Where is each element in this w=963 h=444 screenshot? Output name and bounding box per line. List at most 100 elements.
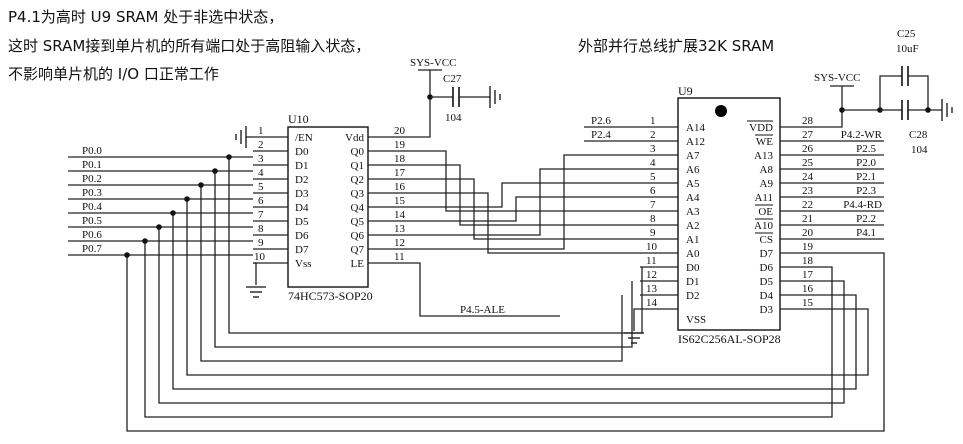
u10-pin-number: 1 (258, 125, 264, 137)
u10-pin-number: 17 (394, 167, 406, 179)
ale-wire (410, 262, 560, 317)
u10-pin-number: 16 (394, 181, 406, 193)
u10-pin-name: Vdd (345, 132, 364, 144)
u9-pin-number: 27 (802, 129, 814, 141)
u10-pin-number: 5 (258, 181, 264, 193)
ground-icon (489, 86, 501, 108)
u10-pin-name: Q0 (351, 146, 365, 158)
net-label-u9-right: P4.1 (856, 227, 876, 239)
u9-pin-number: 14 (646, 297, 658, 309)
ground-icon (246, 286, 266, 298)
u9-pin-name: D4 (760, 290, 774, 302)
net-label-u9-right: P2.3 (856, 185, 876, 197)
u9-pin-name: A1 (686, 234, 699, 246)
net-label-ale: P4.5-ALE (460, 304, 505, 316)
u9-pin-number: 7 (650, 199, 656, 211)
u10-body (287, 126, 369, 288)
u9-pin-name: A3 (686, 206, 700, 218)
u10-pin-name: /EN (295, 132, 313, 144)
u9-pin-number: 15 (802, 297, 814, 309)
u9-pin-name: A8 (760, 164, 774, 176)
u9-pin-name: A7 (686, 150, 700, 162)
u10-pin-number: 13 (394, 223, 406, 235)
u9-pin-name: A13 (754, 150, 773, 162)
note-line-2: 这时 SRAM接到单片机的所有端口处于高阻输入状态， (8, 37, 370, 55)
u10-pin-name: D6 (295, 230, 309, 242)
u10-pin-name: Vss (295, 258, 312, 270)
u9-active-low-overbars (747, 120, 773, 234)
c27-value: 104 (445, 112, 462, 124)
u9-pin-name: D5 (760, 276, 774, 288)
u9-pin-name: D6 (760, 262, 774, 274)
u9-pin-number: 12 (646, 269, 657, 281)
u9-pin-number: 9 (650, 227, 656, 239)
u9-pin-number: 2 (650, 129, 656, 141)
u10-pin-name: D5 (295, 216, 309, 228)
net-label-p0: P0.7 (82, 243, 102, 255)
u10-pin-name: D1 (295, 160, 308, 172)
u10-pin-name: Q3 (351, 188, 365, 200)
c25-wire-a (879, 75, 902, 110)
u10-pin-number: 6 (258, 195, 264, 207)
u9-pin-name: D3 (760, 304, 774, 316)
u9-body (677, 97, 781, 331)
net-label-u9-left: P2.4 (591, 129, 611, 141)
net-label-p0: P0.0 (82, 145, 102, 157)
u10-pin-number: 12 (394, 237, 405, 249)
u10-vdd-wire (410, 70, 431, 138)
u9-pin-name: D7 (760, 248, 774, 260)
u10-pin-number: 20 (394, 125, 406, 137)
u10-pin-number: 3 (258, 153, 264, 165)
u10-pin-number: 4 (258, 167, 264, 179)
u9-pin-name: A9 (760, 178, 774, 190)
net-label-vcc-right: SYS-VCC (814, 72, 860, 84)
u10-pin-name: D2 (295, 174, 308, 186)
u10-pins (253, 136, 410, 264)
c27-ref: C27 (443, 73, 462, 85)
ground-icon (941, 99, 953, 121)
u10-pin-name: Q7 (351, 244, 365, 256)
u9-pin-number: 24 (802, 171, 814, 183)
u10-pin-name: Q1 (351, 160, 364, 172)
u10-ref: U10 (288, 112, 309, 126)
net-label-vcc-left: SYS-VCC (410, 57, 456, 69)
u9-right-net-wires (820, 140, 884, 240)
u9-pin-number: 11 (646, 255, 657, 267)
u9-pin-name: A14 (686, 122, 705, 134)
u9-vss-ground-wire (633, 308, 640, 331)
u9-pin-number: 22 (802, 199, 813, 211)
net-label-p0: P0.4 (82, 201, 102, 213)
u9-pin-name: A2 (686, 220, 699, 232)
u9-vdd-wire (820, 86, 843, 128)
c28-value: 104 (911, 144, 928, 156)
u9-pin-number: 8 (650, 213, 656, 225)
u9-pin-name: D2 (686, 290, 699, 302)
u9-pin-number: 20 (802, 227, 814, 239)
u10-pin-name: D7 (295, 244, 309, 256)
u9-pin-name: A4 (686, 192, 700, 204)
net-label-u9-right: P4.4-RD (843, 199, 882, 211)
u10-pin-number: 11 (394, 251, 405, 263)
u10-pin-number: 18 (394, 153, 406, 165)
u9-pin-name: D0 (686, 262, 700, 274)
u10-pin-number: 2 (258, 139, 264, 151)
u10-pin-number: 19 (394, 139, 406, 151)
u9-pin-name: A10 (754, 220, 773, 232)
note-line-1: P4.1为高时 U9 SRAM 处于非选中状态， (8, 8, 283, 26)
data-bus-junctions (124, 154, 232, 258)
u9-pin-number: 6 (650, 185, 656, 197)
u9-pins (640, 126, 820, 310)
u9-part: IS62C256AL-SOP28 (678, 332, 781, 346)
net-label-u9-right: P2.0 (856, 157, 876, 169)
u9-pin-number: 3 (650, 143, 656, 155)
ground-icon (624, 332, 644, 344)
c25-wire-b (908, 75, 929, 110)
u9-pin-number: 28 (802, 115, 814, 127)
u9-pin-name: OE (758, 206, 773, 218)
u9-pin-name: A12 (686, 136, 705, 148)
u10-pin-name: Q5 (351, 216, 365, 228)
u9-pin-name: A5 (686, 178, 700, 190)
net-label-u9-right: P4.2-WR (841, 129, 883, 141)
u9-pin-number: 10 (646, 241, 658, 253)
